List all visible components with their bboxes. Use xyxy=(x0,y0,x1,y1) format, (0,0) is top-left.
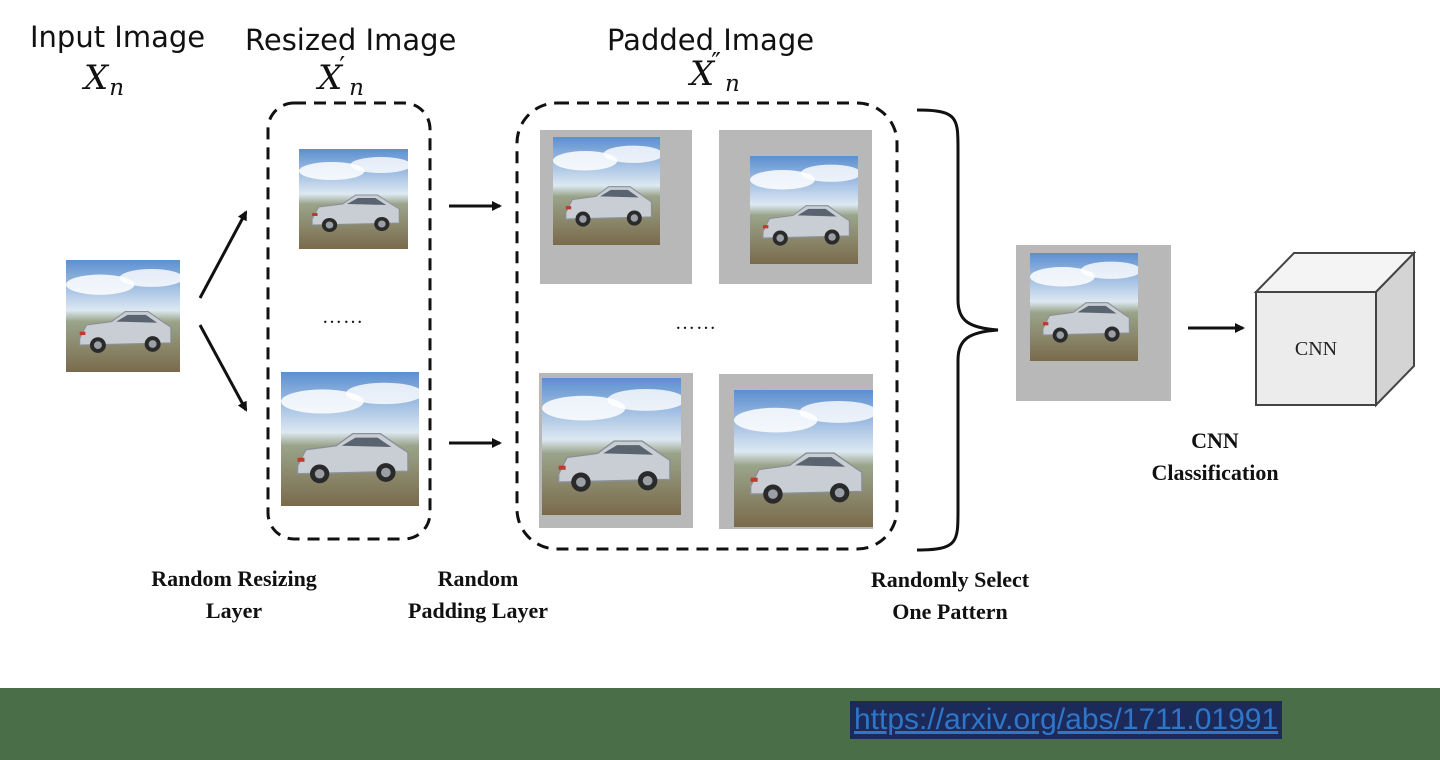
caption-cnn-classification: CNN Classification xyxy=(1151,428,1279,485)
resized-group-border xyxy=(266,101,432,541)
resized-image-large xyxy=(281,372,419,506)
heading-padded-image: Padded Image xyxy=(607,23,815,57)
symbol-padded: X″n xyxy=(690,48,740,97)
arrow-to-resized-bottom xyxy=(198,324,248,412)
symbol-resized: X′n xyxy=(318,52,364,101)
padded-group-border xyxy=(515,101,899,551)
selection-brace xyxy=(916,108,999,552)
caption-random-padding: Random Padding Layer xyxy=(408,566,548,623)
diagram-canvas: CNN xyxy=(66,101,1417,552)
caption-randomly-select: Randomly Select One Pattern xyxy=(870,567,1030,624)
heading-resized-image: Resized Image xyxy=(245,23,457,57)
resized-image-small xyxy=(299,149,408,249)
padding-diagram: CNN Input Image Resized Image Padded Ima… xyxy=(30,20,1417,624)
padded-ellipsis: …… xyxy=(675,312,717,334)
resized-ellipsis: …… xyxy=(322,306,364,328)
padded-image-3 xyxy=(542,378,681,515)
padded-image-2 xyxy=(750,156,858,264)
footer-bar: https://arxiv.org/abs/1711.01991 xyxy=(0,688,1440,760)
symbol-input: Xn xyxy=(84,58,125,101)
arrow-to-resized-top xyxy=(198,210,248,299)
padded-image-4 xyxy=(734,390,873,527)
padded-image-1 xyxy=(553,137,660,245)
cnn-cube-label: CNN xyxy=(1295,338,1337,360)
heading-input-image: Input Image xyxy=(30,20,206,54)
source-link[interactable]: https://arxiv.org/abs/1711.01991 xyxy=(850,701,1283,739)
caption-random-resizing: Random Resizing Layer xyxy=(151,566,317,623)
input-image xyxy=(66,260,180,372)
selected-image xyxy=(1030,253,1138,361)
cnn-cube: CNN xyxy=(1253,250,1417,408)
